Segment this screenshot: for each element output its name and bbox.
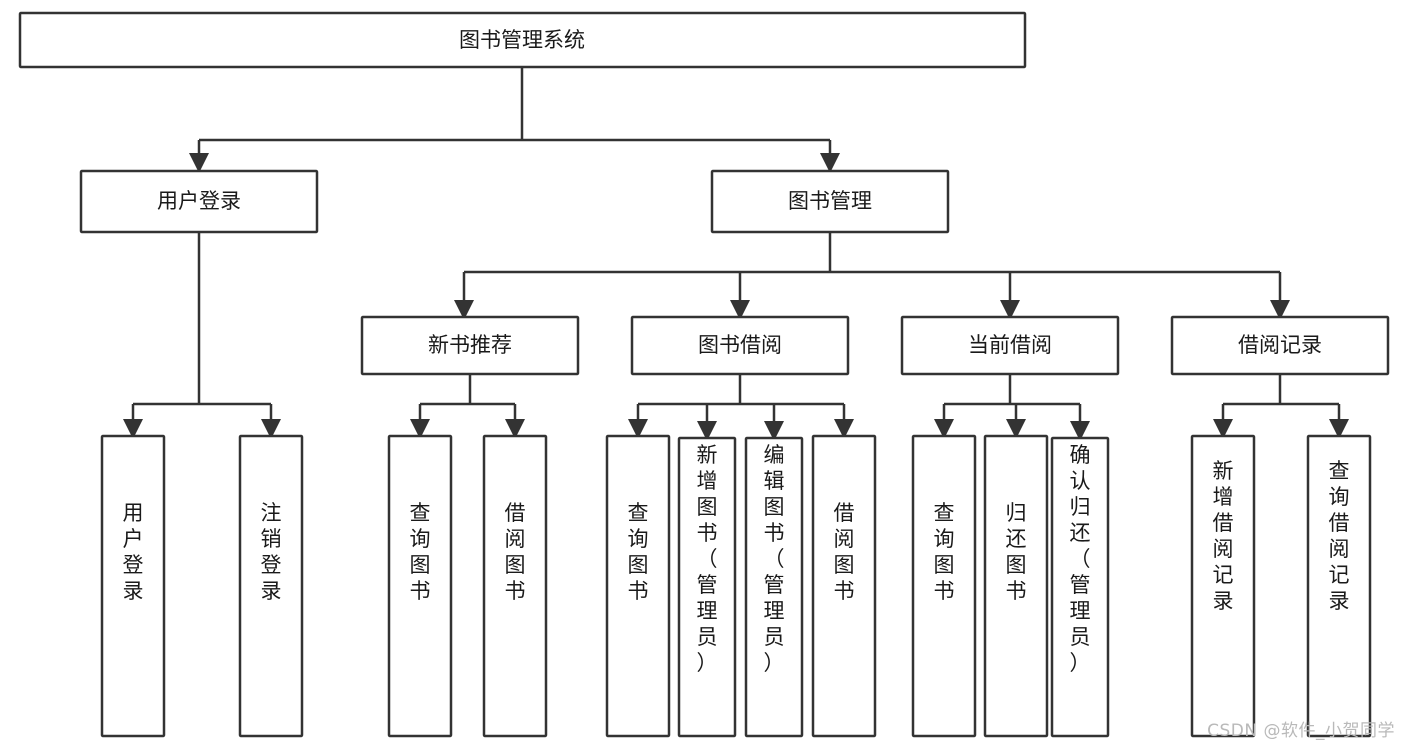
connector-layer	[123, 67, 1349, 441]
node-book-borrow-label: 图书借阅	[698, 333, 782, 357]
leaf-query-borrow-record-label: 查询借阅记录	[1329, 459, 1350, 613]
leaf-confirm-return-admin[interactable]: 确认归还（管理员）	[1050, 436, 1110, 738]
node-user-login-label: 用户登录	[157, 189, 241, 213]
leaf-borrow-book[interactable]: 借阅图书	[811, 434, 877, 738]
leaf-confirm-return-admin-label: 确认归还（管理员）	[1070, 443, 1091, 675]
leaf-query-borrow-record[interactable]: 查询借阅记录	[1306, 434, 1372, 738]
leaf-borrow-book-recommend-label: 借阅图书	[505, 501, 526, 603]
leaf-add-borrow-record[interactable]: 新增借阅记录	[1190, 434, 1256, 738]
node-new-book-recommend[interactable]: 新书推荐	[360, 315, 580, 376]
leaf-query-book-borrow[interactable]: 查询图书	[605, 434, 671, 738]
node-root[interactable]: 图书管理系统	[18, 11, 1027, 69]
node-book-management-label: 图书管理	[788, 189, 872, 213]
leaf-add-borrow-record-label: 新增借阅记录	[1213, 459, 1234, 613]
leaf-user-logout-label: 注销登录	[261, 501, 282, 603]
leaf-query-book-current[interactable]: 查询图书	[911, 434, 977, 738]
leaf-edit-book-admin[interactable]: 编辑图书（管理员）	[744, 436, 804, 738]
node-root-label: 图书管理系统	[459, 28, 585, 52]
leaf-return-book-label: 归还图书	[1006, 501, 1027, 603]
leaf-query-book-borrow-label: 查询图书	[628, 501, 649, 603]
leaf-add-book-admin[interactable]: 新增图书（管理员）	[677, 436, 737, 738]
node-current-borrow[interactable]: 当前借阅	[900, 315, 1120, 376]
leaf-return-book[interactable]: 归还图书	[983, 434, 1049, 738]
leaf-user-logout[interactable]: 注销登录	[238, 434, 304, 738]
node-new-book-recommend-label: 新书推荐	[428, 333, 512, 357]
leaf-query-book-recommend[interactable]: 查询图书	[387, 434, 453, 738]
node-book-management[interactable]: 图书管理	[710, 169, 950, 234]
node-borrow-record[interactable]: 借阅记录	[1170, 315, 1390, 376]
node-borrow-record-label: 借阅记录	[1238, 333, 1322, 357]
leaf-user-login[interactable]: 用户登录	[100, 434, 166, 738]
node-book-borrow[interactable]: 图书借阅	[630, 315, 850, 376]
node-user-login[interactable]: 用户登录	[79, 169, 319, 234]
leaf-borrow-book-label: 借阅图书	[834, 501, 855, 603]
node-layer: 图书管理系统 用户登录 图书管理 新书推荐 图书借阅 当前借阅 借阅记录	[18, 11, 1390, 738]
leaf-add-book-admin-label: 新增图书（管理员）	[697, 443, 718, 675]
leaf-query-book-current-label: 查询图书	[934, 501, 955, 603]
leaf-borrow-book-recommend[interactable]: 借阅图书	[482, 434, 548, 738]
leaf-user-login-label: 用户登录	[123, 501, 144, 603]
leaf-edit-book-admin-label: 编辑图书（管理员）	[764, 443, 785, 675]
node-current-borrow-label: 当前借阅	[968, 333, 1052, 357]
leaf-query-book-recommend-label: 查询图书	[410, 501, 431, 603]
